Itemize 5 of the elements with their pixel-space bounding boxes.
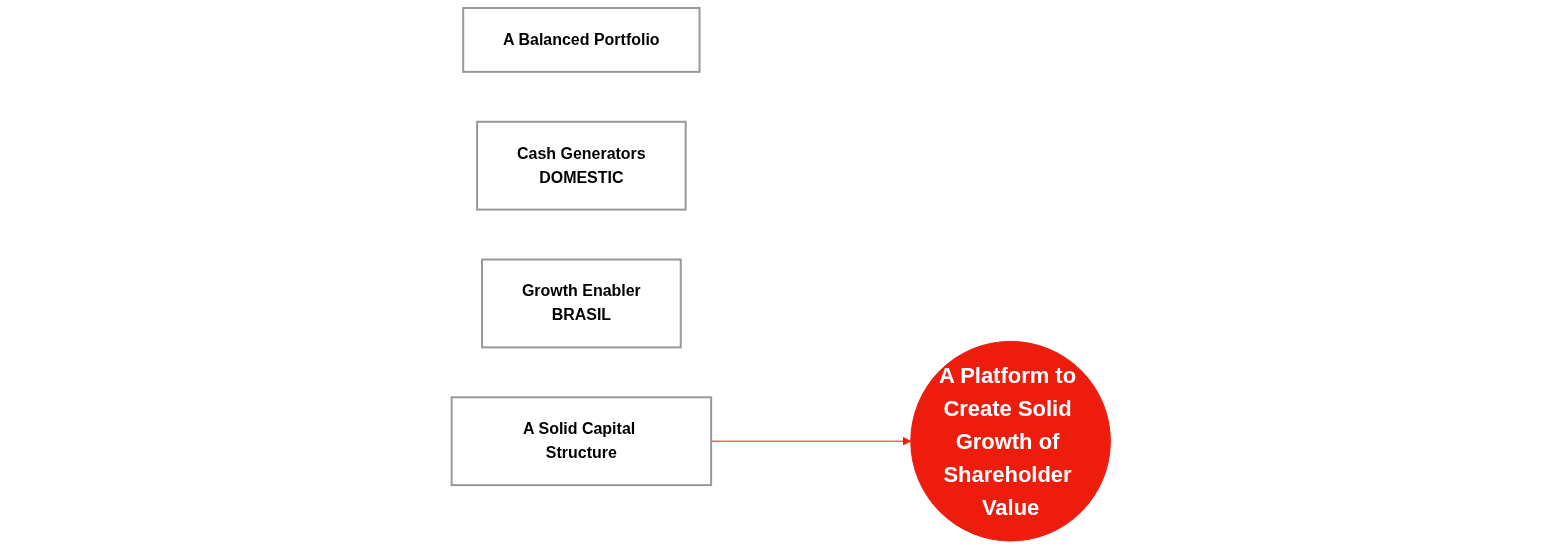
node-box: Growth Enabler BRASIL <box>481 258 682 349</box>
node-box: A Balanced Portfolio <box>462 7 701 73</box>
node-box: A Solid Capital Structure <box>450 396 713 487</box>
node-circle: A Platform to Create Solid Growth of Shareholder Value <box>910 340 1111 542</box>
node-box: Cash Generators DOMESTIC <box>476 120 687 211</box>
